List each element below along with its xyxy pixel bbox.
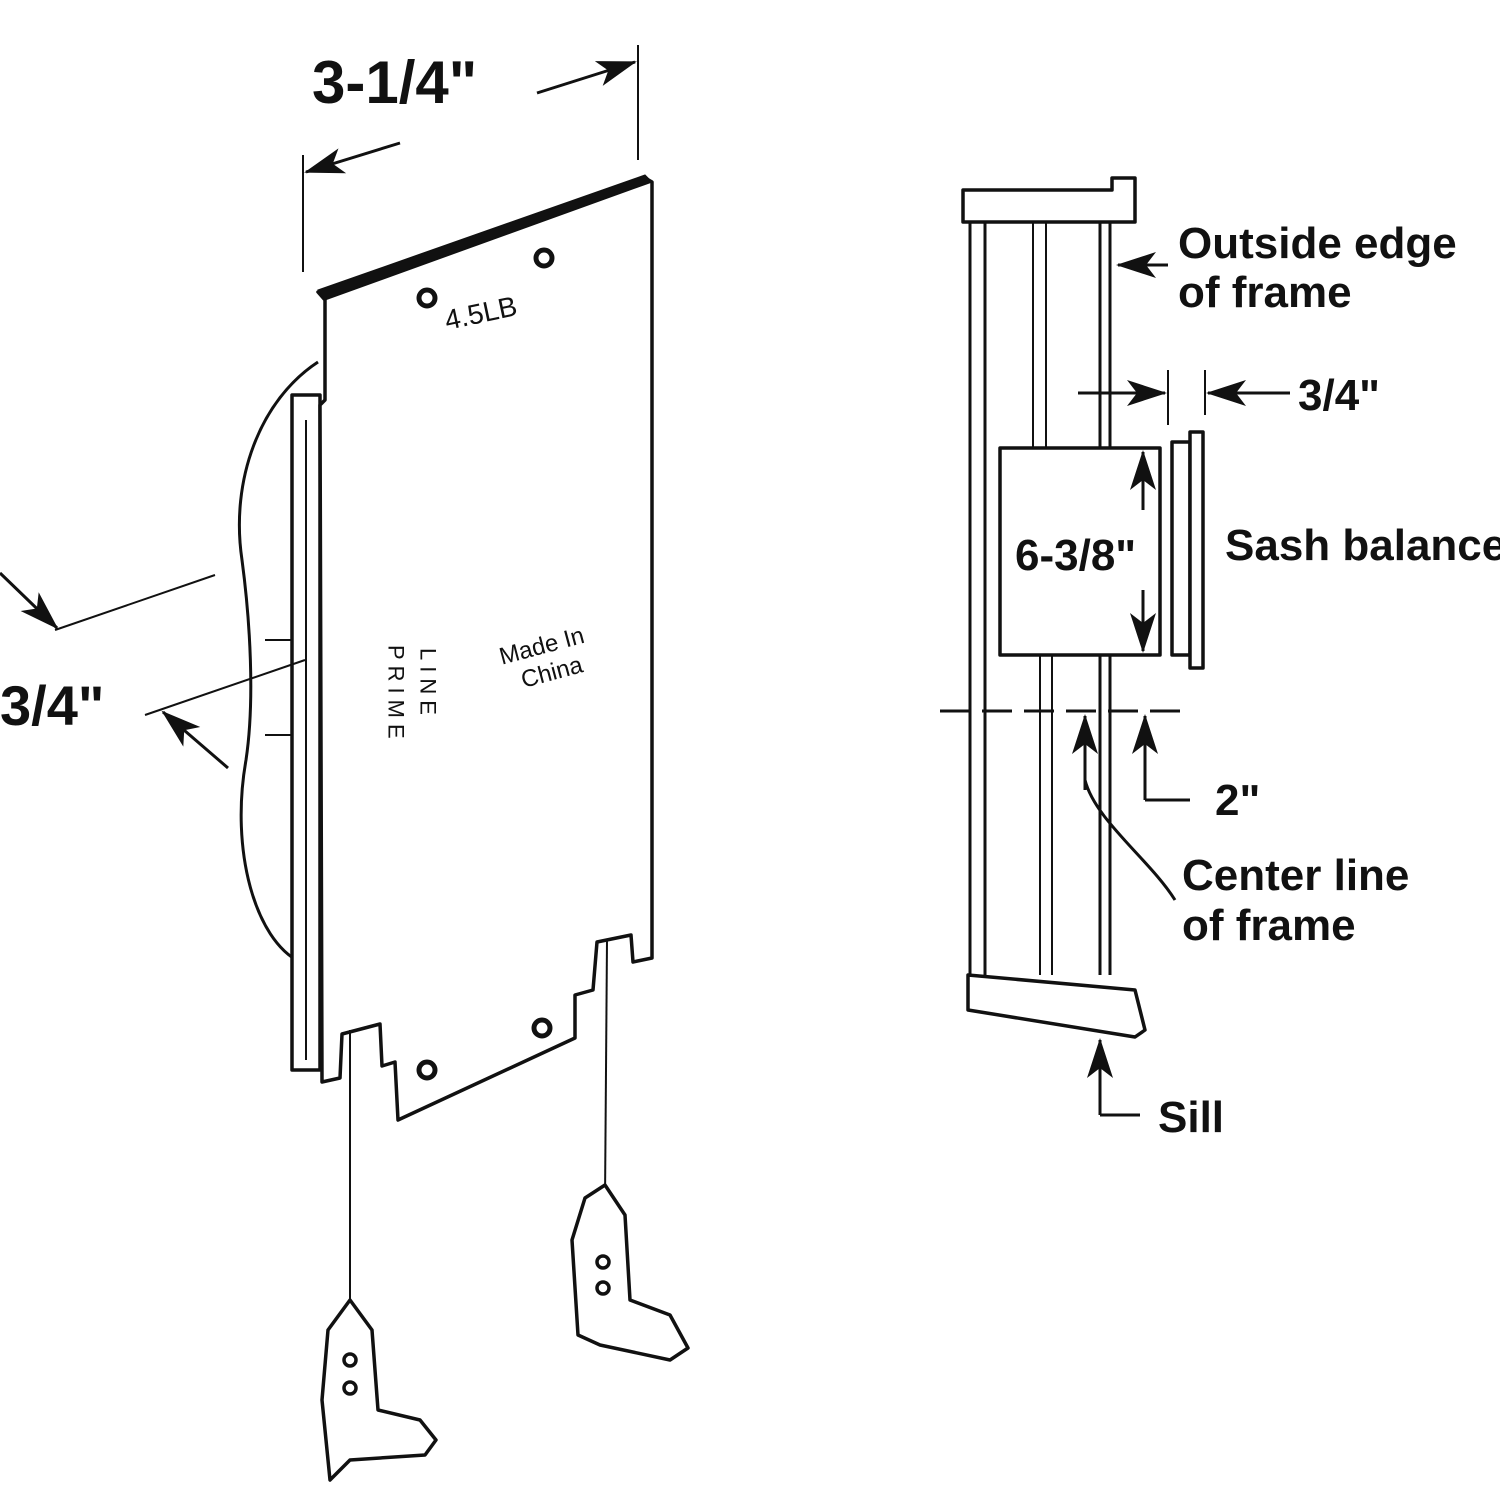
offset-dimension: 3/4": [1298, 371, 1380, 420]
dim-ext: [144, 659, 306, 716]
sash-balance-label: Sash balance: [1225, 521, 1500, 570]
dim-arrow: [536, 60, 637, 95]
sash-balance-plate: [1188, 430, 1205, 670]
sash-shoe-bracket: [320, 1298, 438, 1482]
installation-side-view: Outside edge of frame 3/4" Sash balance …: [940, 176, 1500, 1142]
depth-dimension: 3/4": [0, 674, 104, 737]
plate-top-edge: [317, 174, 653, 301]
dim-arrow: [161, 710, 229, 770]
mount-hole: [531, 1017, 553, 1039]
dim-arrow: [304, 141, 401, 174]
height-dimension: 6-3/8": [1015, 531, 1136, 580]
sill-label: Sill: [1158, 1093, 1224, 1142]
outside-edge-label-1: Outside edge: [1178, 219, 1457, 268]
sash-balance-plate: [1170, 440, 1192, 657]
balance-unit-perspective: 4.5LB PRIME LINE Made In China 3-1/4" 3/…: [0, 45, 690, 1482]
bracket-hole: [595, 1280, 611, 1296]
brand-line: LINE: [416, 648, 441, 721]
bracket-hole: [595, 1254, 611, 1270]
mount-hole: [416, 287, 438, 309]
mount-hole: [533, 247, 555, 269]
bracket-hole: [342, 1380, 358, 1396]
head-cap: [961, 176, 1137, 224]
sash-shoe-bracket: [570, 1183, 690, 1362]
center-line-label-2: of frame: [1182, 901, 1356, 950]
sill-cap: [966, 973, 1147, 1039]
brand-prime: PRIME: [384, 645, 409, 745]
mount-hole: [416, 1059, 438, 1081]
width-dimension: 3-1/4": [312, 49, 477, 116]
dim-arrow: [0, 571, 59, 630]
bracket-hole: [342, 1352, 358, 1368]
dim-ext: [54, 574, 216, 631]
sill-offset-dimension: 2": [1215, 776, 1260, 825]
cord: [604, 939, 608, 1201]
center-line-label-1: Center line: [1182, 851, 1409, 900]
leader: [1083, 779, 1177, 901]
outside-edge-label-2: of frame: [1178, 268, 1352, 317]
spring-bulge: [237, 360, 319, 964]
plate-face: [316, 176, 654, 1122]
